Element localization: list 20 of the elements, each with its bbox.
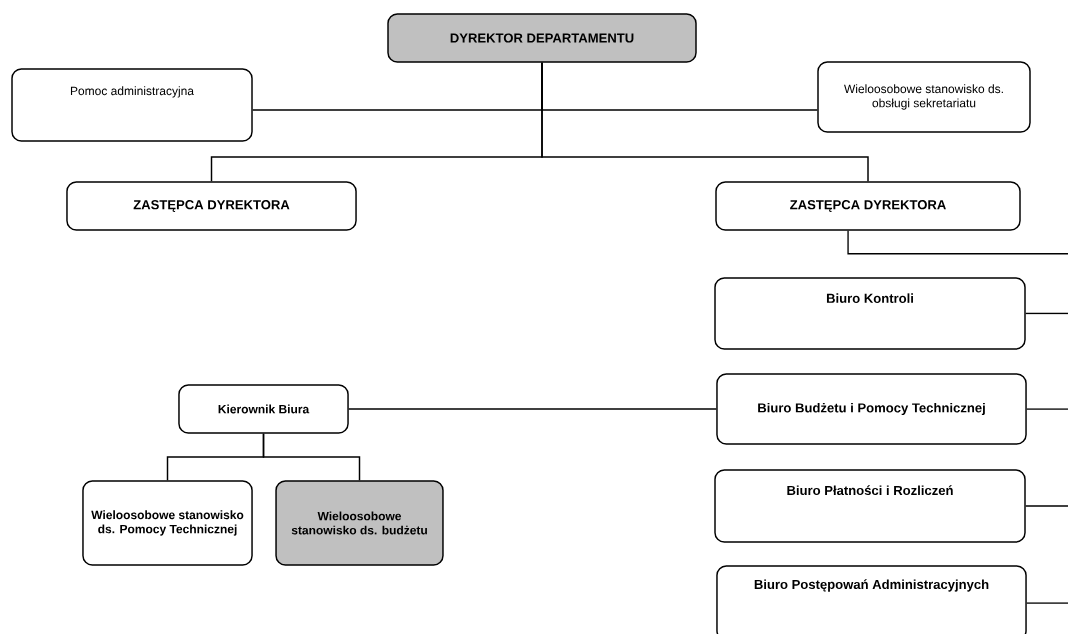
position-box: Wieloosobowe stanowisko ds. budżetu (275, 480, 444, 566)
connector-line (1026, 408, 1068, 410)
office-box: Biuro Płatności i Rozliczeń (714, 469, 1026, 543)
connector-line (1026, 602, 1068, 604)
office-box: Biuro Kontroli (714, 277, 1026, 350)
director-box: DYREKTOR DEPARTAMENTU (387, 13, 697, 63)
position-box: Wieloosobowe stanowisko ds. Pomocy Technicznej (82, 480, 253, 566)
position-box: Wieloosobowe stanowisko ds. obsługi sekretariatu (817, 61, 1031, 133)
office-box: Biuro Postępowań Administracyjnych (716, 565, 1027, 634)
connector-line (1025, 312, 1068, 315)
deputy-box: ZASTĘPCA DYREKTORA (715, 181, 1021, 231)
position-box: Pomoc administracyjna (11, 68, 253, 142)
connector-line (847, 230, 1068, 255)
connector-line (541, 62, 869, 182)
office-box: Biuro Budżetu i Pomocy Technicznej (716, 373, 1027, 445)
connector-line (348, 408, 717, 410)
connector-line (1025, 505, 1068, 507)
deputy-box: ZASTĘPCA DYREKTORA (66, 181, 357, 231)
connector-line (262, 433, 361, 481)
manager-box: Kierownik Biura (178, 384, 349, 434)
